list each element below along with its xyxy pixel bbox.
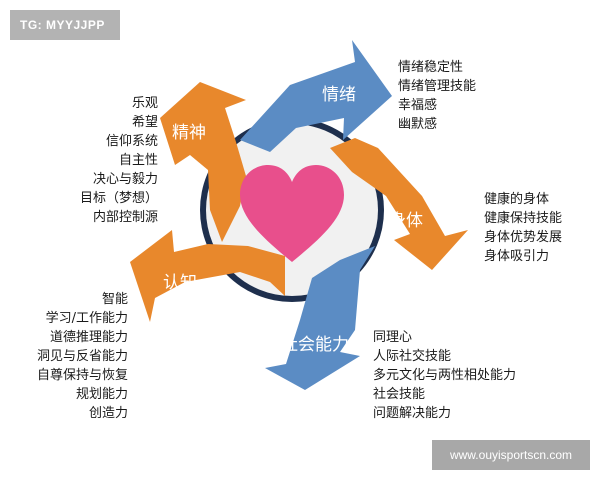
spirit-item: 决心与毅力	[92, 172, 158, 187]
spirit-item: 信仰系统	[105, 134, 158, 149]
spirit-arrow	[160, 82, 246, 242]
emotion-item: 幽默感	[398, 117, 438, 132]
body-item: 健康的身体	[484, 192, 550, 207]
body-item: 身体吸引力	[484, 249, 550, 264]
watermark-site: www.ouyisportscn.com	[432, 440, 590, 470]
social-item: 同理心	[373, 330, 413, 345]
cognition-item: 洞见与反省能力	[36, 349, 128, 364]
cognition-arrow	[130, 230, 285, 322]
body-arrow	[330, 138, 468, 270]
spirit-item: 目标（梦想）	[79, 191, 158, 206]
emotion-arrow	[240, 40, 392, 152]
heart-icon	[240, 165, 344, 262]
cognition-item: 学习/工作能力	[45, 311, 128, 326]
emotion-list: 情绪稳定性 情绪管理技能 幸福感 幽默感	[398, 58, 476, 134]
emotion-item: 情绪管理技能	[398, 79, 477, 94]
watermark-tag: TG: MYYJJPP	[10, 10, 120, 40]
social-label: 社会能力	[281, 335, 349, 355]
spirit-item: 自主性	[118, 153, 158, 168]
body-label: 身体	[389, 211, 423, 231]
social-item: 多元文化与两性相处能力	[373, 368, 517, 383]
body-item: 身体优势发展	[484, 230, 563, 245]
social-item: 人际社交技能	[373, 349, 452, 364]
cognition-label: 认知	[163, 273, 197, 293]
cognition-item: 规划能力	[75, 387, 128, 402]
body-item: 健康保持技能	[484, 211, 563, 226]
body-list: 健康的身体 健康保持技能 身体优势发展 身体吸引力	[484, 190, 562, 266]
emotion-label: 情绪	[322, 85, 356, 105]
spirit-item: 乐观	[131, 96, 158, 111]
cognition-item: 智能	[101, 292, 128, 307]
cognition-item: 道德推理能力	[49, 330, 128, 345]
cognition-item: 创造力	[88, 406, 128, 421]
social-item: 社会技能	[373, 387, 426, 402]
emotion-item: 幸福感	[398, 98, 438, 113]
spirit-label: 精神	[172, 123, 206, 143]
social-item: 问题解决能力	[373, 406, 452, 421]
social-arrow	[265, 246, 375, 390]
spirit-item: 希望	[131, 115, 158, 130]
social-list: 同理心 人际社交技能 多元文化与两性相处能力 社会技能 问题解决能力	[373, 328, 516, 423]
cognition-list: 智能 学习/工作能力 道德推理能力 洞见与反省能力 自尊保持与恢复 规划能力 创…	[37, 290, 128, 423]
cognition-item: 自尊保持与恢复	[36, 368, 128, 383]
spirit-item: 内部控制源	[92, 210, 158, 225]
spirit-list: 乐观 希望 信仰系统 自主性 决心与毅力 目标（梦想） 内部控制源	[80, 94, 158, 227]
emotion-item: 情绪稳定性	[398, 60, 464, 75]
